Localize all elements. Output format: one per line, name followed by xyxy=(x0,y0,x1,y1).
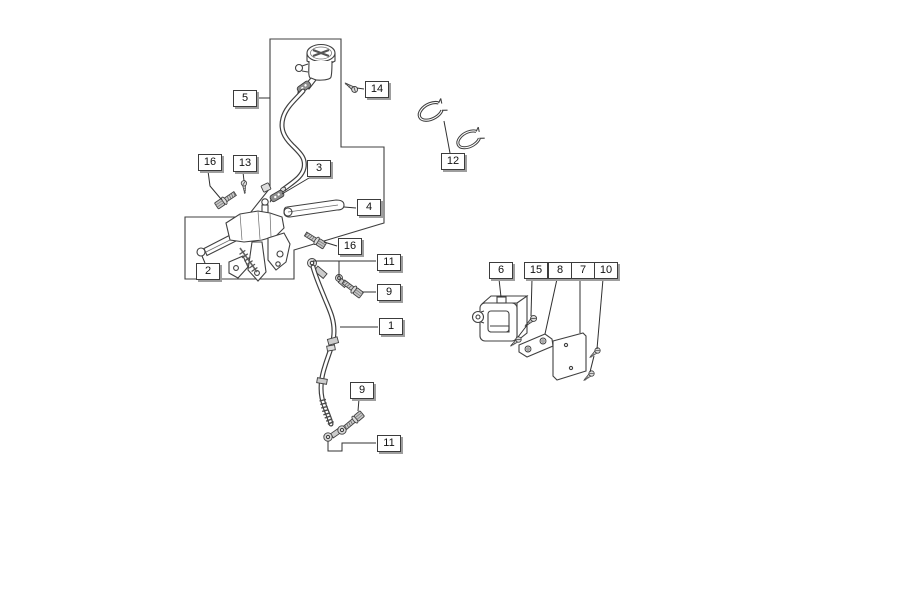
spring-icon xyxy=(239,249,258,273)
callout-1[interactable]: 1 xyxy=(379,318,403,335)
callout-6[interactable]: 6 xyxy=(489,262,513,279)
cover-plate-7 xyxy=(552,332,587,381)
callout-3[interactable]: 3 xyxy=(307,160,331,177)
callout-13[interactable]: 13 xyxy=(233,155,257,172)
callout-10[interactable]: 10 xyxy=(594,262,618,279)
brake-hose-assembly xyxy=(307,258,366,442)
callout-14[interactable]: 14 xyxy=(365,81,389,98)
banjo-bolt-9-lower-icon xyxy=(341,409,366,432)
screw-14-icon xyxy=(342,79,360,95)
callout-2[interactable]: 2 xyxy=(196,263,220,280)
callout-16-left[interactable]: 16 xyxy=(198,154,222,171)
banjo-bolt-9-upper-icon xyxy=(340,277,365,300)
hose-clamp-icon xyxy=(266,188,286,205)
callout-11-upper[interactable]: 11 xyxy=(377,254,401,271)
plate-8 xyxy=(518,333,554,358)
callout-7[interactable]: 7 xyxy=(571,262,595,279)
reservoir-assembly xyxy=(260,43,336,205)
lever-4 xyxy=(283,199,345,218)
callout-5[interactable]: 5 xyxy=(233,90,257,107)
bracket-6 xyxy=(471,294,529,343)
callout-8[interactable]: 8 xyxy=(548,262,572,279)
master-cylinder-assembly xyxy=(196,198,291,282)
callout-9-lower[interactable]: 9 xyxy=(350,382,374,399)
callout-16-right[interactable]: 16 xyxy=(338,238,362,255)
callout-12[interactable]: 12 xyxy=(441,153,465,170)
hose-guard-ribs xyxy=(319,398,334,425)
leader-lines xyxy=(201,87,604,452)
cap-cross-icon xyxy=(312,48,330,58)
callout-15[interactable]: 15 xyxy=(524,262,548,279)
clamp-pair-12 xyxy=(414,95,487,153)
bolt-16-left-icon xyxy=(213,189,238,211)
callout-11-lower[interactable]: 11 xyxy=(377,435,401,452)
callout-4[interactable]: 4 xyxy=(357,199,381,216)
screw-13-icon xyxy=(240,179,248,195)
callout-9-upper[interactable]: 9 xyxy=(377,284,401,301)
